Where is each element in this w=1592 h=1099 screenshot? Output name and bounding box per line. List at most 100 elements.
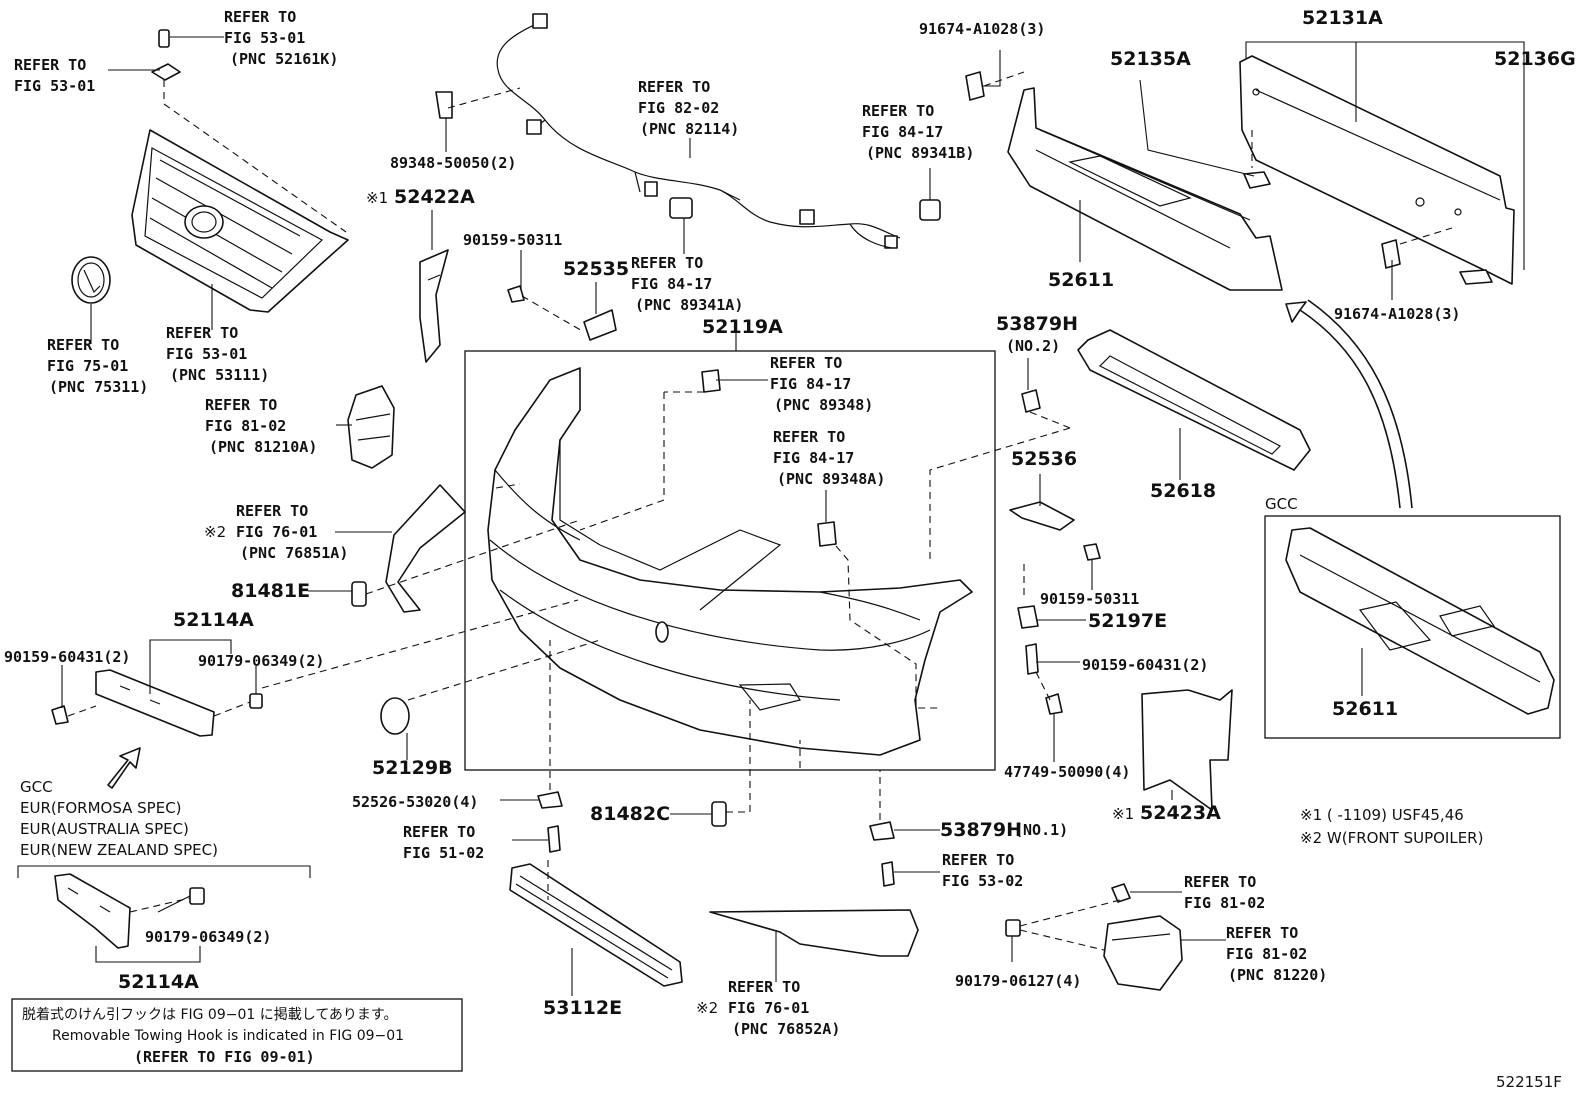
- screw-90159-50311-left-drawing[interactable]: [507, 285, 525, 303]
- absorber-52611-gcc-drawing[interactable]: [1285, 527, 1555, 715]
- absorber-52611-top-drawing[interactable]: [1007, 87, 1283, 291]
- part-number-l29[interactable]: 90179-06127(4): [955, 972, 1081, 990]
- pnc-52536[interactable]: 52536: [1011, 448, 1077, 470]
- license-bracket-bottom-drawing[interactable]: [54, 873, 131, 949]
- pnc-52119A[interactable]: 52119A: [702, 316, 783, 338]
- towing-note-jp: 脱着式のけん引フックは FIG 09−01 に掲載してあります。: [22, 1007, 398, 1023]
- pnc-53879H-no1[interactable]: 53879H: [940, 819, 1022, 841]
- towing-note: 脱着式のけん引フックは FIG 09−01 に掲載してあります。 Removab…: [22, 1007, 404, 1066]
- screw-90159-60431-left-drawing[interactable]: [51, 705, 69, 725]
- sensor-81210A-drawing[interactable]: [347, 385, 395, 469]
- bolt-91674-A1028-bottom-drawing[interactable]: [1381, 239, 1401, 269]
- nut-53879H-no1-drawing[interactable]: [869, 821, 895, 841]
- seal-52423A-drawing[interactable]: [1141, 689, 1233, 811]
- pnc-52136G[interactable]: 52136G: [1494, 48, 1576, 70]
- part-number-l12[interactable]: 91674-A1028(3): [919, 20, 1045, 38]
- clip-90179-06349-top-drawing[interactable]: [249, 693, 263, 709]
- clip-90179-06349-bottom-drawing[interactable]: [189, 887, 205, 905]
- pnc-53879H-no2[interactable]: 53879H: [996, 313, 1078, 335]
- clip-89348-drawing[interactable]: [701, 369, 721, 393]
- cap-81482C-drawing[interactable]: [711, 801, 727, 827]
- absorber-52618-drawing[interactable]: [1077, 329, 1311, 471]
- pnc-52131A[interactable]: 52131A: [1302, 7, 1383, 29]
- clip-90179-06127-drawing[interactable]: [1005, 919, 1021, 937]
- wire-harness-drawing[interactable]: [496, 13, 901, 249]
- screw-refer-53-02-drawing[interactable]: [881, 861, 895, 887]
- pnc-52423A-visible[interactable]: 52423A: [1140, 802, 1221, 824]
- emblem-drawing[interactable]: [71, 256, 111, 304]
- moulding-76852A-drawing[interactable]: [709, 909, 919, 957]
- part-number-l23[interactable]: 52526-53020(4): [352, 793, 478, 811]
- bumper-cover-drawing[interactable]: [487, 367, 973, 756]
- part-number-l17[interactable]: 90159-60431(2): [1082, 656, 1208, 674]
- pnc-52611-gcc[interactable]: 52611: [1332, 698, 1398, 720]
- grille-clip-drawing[interactable]: [151, 29, 181, 81]
- lower-grille-drawing[interactable]: [509, 863, 683, 987]
- pnc-52129B[interactable]: 52129B: [372, 757, 453, 779]
- clip-89348A-drawing[interactable]: [817, 521, 837, 547]
- part-number-l7[interactable]: 89348-50050(2): [390, 154, 516, 172]
- pnc-81482C[interactable]: 81482C: [590, 803, 670, 825]
- part-number-l21[interactable]: 90179-06349(2): [198, 652, 324, 670]
- retainer-52535-drawing[interactable]: [583, 309, 617, 341]
- bolt-91674-A1028-top-drawing[interactable]: [965, 71, 985, 101]
- cover-81481E-drawing[interactable]: [351, 581, 367, 607]
- nut-52526-53020-drawing[interactable]: [537, 791, 563, 809]
- pnc-52618[interactable]: 52618: [1150, 480, 1216, 502]
- part-number-l20[interactable]: 90159-60431(2): [4, 648, 130, 666]
- cap-52129B-drawing[interactable]: [380, 697, 410, 735]
- reinforcement-52131A-drawing[interactable]: [1239, 55, 1515, 285]
- towing-note-refer[interactable]: (REFER TO FIG 09-01): [134, 1048, 315, 1066]
- screw-refer-81-02-drawing[interactable]: [1111, 883, 1131, 903]
- spacer-52135A-drawing[interactable]: [1243, 171, 1271, 189]
- pnc-52114A-top[interactable]: 52114A: [173, 609, 254, 631]
- part-number-l9[interactable]: 90159-50311: [463, 231, 562, 249]
- pnc-52135A[interactable]: 52135A: [1110, 48, 1191, 70]
- pnc-52197E[interactable]: 52197E: [1088, 610, 1167, 632]
- part-number-l22[interactable]: 90179-06349(2): [145, 928, 271, 946]
- license-bracket-top-drawing[interactable]: [95, 669, 215, 737]
- moulding-76851A-drawing[interactable]: [385, 484, 466, 613]
- nut-52197E-drawing[interactable]: [1017, 605, 1039, 629]
- pnc-81481E[interactable]: 81481E: [231, 580, 310, 602]
- pnc-52422A[interactable]: 52422A: [394, 186, 475, 208]
- part-number-l16[interactable]: 90159-50311: [1040, 590, 1139, 608]
- part-number-l19[interactable]: 91674-A1028(3): [1334, 305, 1460, 323]
- pnc-53112E[interactable]: 53112E: [543, 997, 622, 1019]
- part-number-l18[interactable]: 47749-50090(4): [1004, 763, 1130, 781]
- screw-90159-50311-right-drawing[interactable]: [1083, 543, 1101, 561]
- pnc-52535[interactable]: 52535: [563, 258, 629, 280]
- nut-53879H-no2-drawing[interactable]: [1021, 389, 1041, 413]
- screw-refer-51-02-drawing[interactable]: [547, 825, 561, 853]
- clip-89348-50050-drawing[interactable]: [435, 91, 453, 119]
- sensor-89341B-drawing[interactable]: [919, 199, 941, 221]
- bracket-52422A-drawing[interactable]: [419, 249, 449, 363]
- mark-1-52422A: ※1: [366, 189, 388, 207]
- fog-lamp-drawing[interactable]: [1103, 915, 1183, 991]
- radiator-grille-drawing[interactable]: [131, 129, 349, 313]
- gcc-label-right: GCC: [1265, 495, 1298, 513]
- spacer-52136G-drawing[interactable]: [1459, 269, 1493, 285]
- sensor-89341A-drawing[interactable]: [669, 197, 693, 219]
- screw-90159-60431-right-drawing[interactable]: [1025, 643, 1039, 675]
- pnc-52611-top[interactable]: 52611: [1048, 269, 1114, 291]
- retainer-52536-drawing[interactable]: [1009, 501, 1075, 531]
- pnc-52114A-bottom[interactable]: 52114A: [118, 971, 199, 993]
